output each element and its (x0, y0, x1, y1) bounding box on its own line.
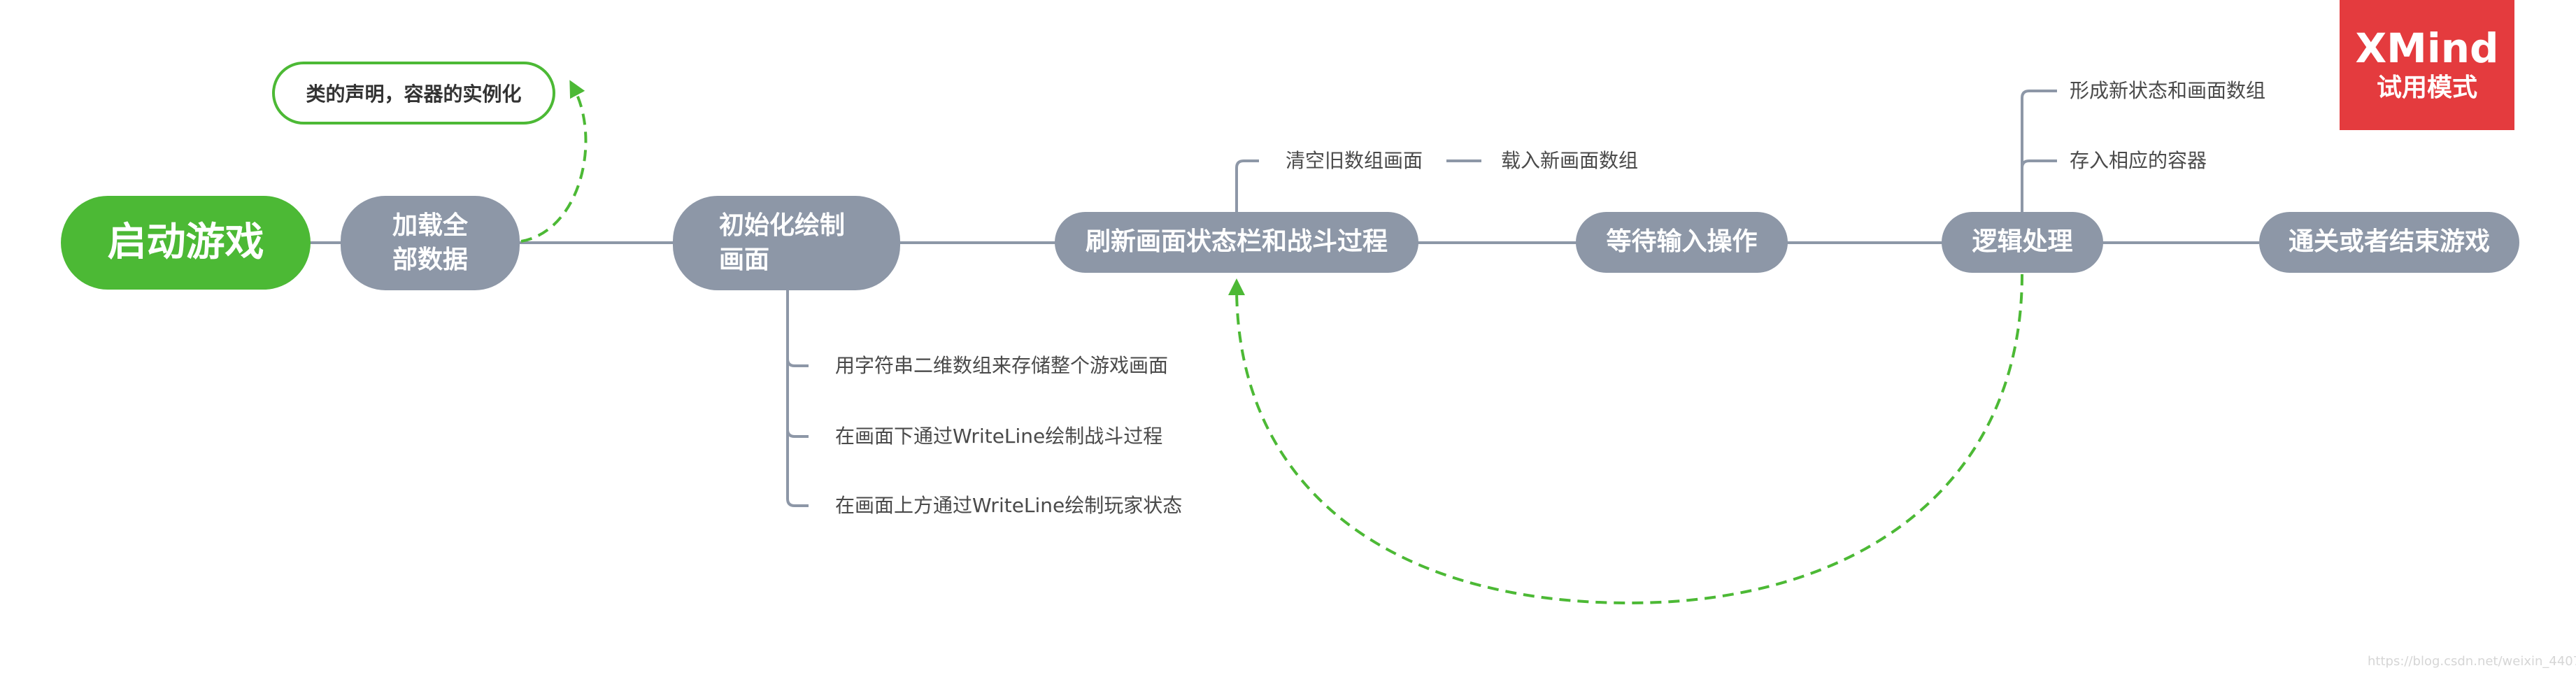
init-branch-tick-1 (786, 358, 809, 367)
node-init-draw-screen[interactable]: 初始化绘制画面 (673, 196, 900, 290)
xmind-trial-badge: XMind 试用模式 (2340, 0, 2514, 130)
init-branch-tick-3 (786, 498, 809, 507)
init-detail-3[interactable]: 在画面上方通过WriteLine绘制玩家状态 (835, 494, 1183, 517)
logic-branch-connector (2021, 90, 2057, 212)
logic-detail-store[interactable]: 存入相应的容器 (2070, 149, 2207, 172)
node-init-draw-screen-label: 初始化绘制画面 (719, 211, 846, 274)
logic-branch-tick (2021, 159, 2057, 169)
load-note-arrow (520, 80, 588, 243)
refresh-branch-connector (1235, 159, 1259, 212)
refresh-detail-load[interactable]: 载入新画面数组 (1501, 149, 1639, 172)
node-refresh-screen[interactable]: 刷新画面状态栏和战斗过程 (1055, 212, 1418, 273)
watermark-url: https://blog.csdn.net/weixin_44073909 (2368, 654, 2576, 669)
node-load-all-data-label: 加载全部数据 (392, 211, 468, 274)
node-finish-game[interactable]: 通关或者结束游戏 (2259, 212, 2519, 273)
root-node-start-game[interactable]: 启动游戏 (61, 196, 311, 290)
init-detail-2[interactable]: 在画面下通过WriteLine绘制战斗过程 (835, 425, 1163, 448)
node-load-all-data[interactable]: 加载全部数据 (341, 196, 520, 290)
init-detail-1[interactable]: 用字符串二维数组来存储整个游戏画面 (835, 354, 1169, 377)
node-logic-processing[interactable]: 逻辑处理 (1942, 212, 2103, 273)
refresh-detail-clear[interactable]: 清空旧数组画面 (1286, 149, 1423, 172)
xmind-brand-text: XMind (2355, 24, 2499, 72)
callout-load-note[interactable]: 类的声明，容器的实例化 (272, 62, 555, 125)
node-wait-for-input[interactable]: 等待输入操作 (1576, 212, 1788, 273)
loop-back-arrow (1228, 273, 2023, 605)
logic-detail-form[interactable]: 形成新状态和画面数组 (2070, 79, 2266, 102)
trial-mode-text: 试用模式 (2376, 73, 2477, 102)
init-branch-tick-2 (786, 429, 809, 438)
